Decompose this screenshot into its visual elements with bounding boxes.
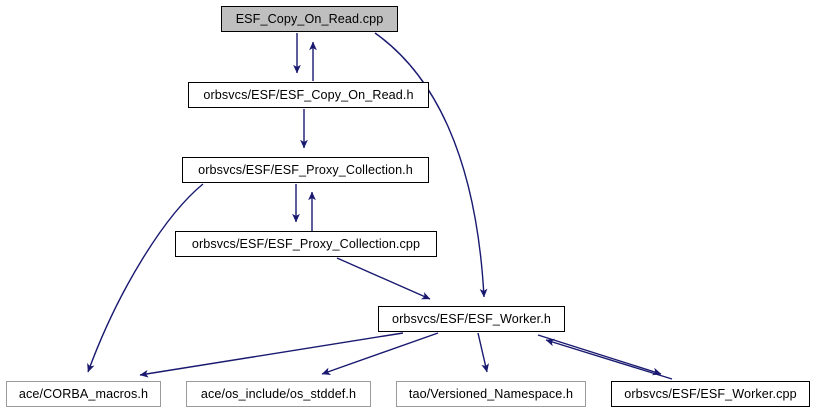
node-tao-versioned-namespace-h[interactable]: tao/Versioned_Namespace.h: [396, 381, 586, 407]
node-label: orbsvcs/ESF/ESF_Proxy_Collection.h: [198, 162, 413, 177]
node-label: tao/Versioned_Namespace.h: [408, 386, 574, 401]
node-label: orbsvcs/ESF/ESF_Proxy_Collection.cpp: [191, 236, 421, 251]
node-label: ESF_Copy_On_Read.cpp: [235, 11, 384, 26]
edge-proxycollection-h-to-corba-macros: [87, 183, 204, 373]
node-ace-corba-macros-h[interactable]: ace/CORBA_macros.h: [6, 381, 161, 407]
edge-proxycollection-cpp-to-worker-h: [336, 257, 431, 300]
node-esf-copy-on-read-cpp[interactable]: ESF_Copy_On_Read.cpp: [221, 6, 398, 32]
edge-worker-cpp-to-worker-h: [545, 338, 673, 380]
node-label: ace/CORBA_macros.h: [18, 386, 149, 401]
edge-worker-h-to-corba-macros: [139, 332, 404, 378]
node-orbsvcs-esf-esf-worker-h[interactable]: orbsvcs/ESF/ESF_Worker.h: [378, 306, 565, 332]
node-label: orbsvcs/ESF/ESF_Worker.h: [392, 311, 551, 326]
node-orbsvcs-esf-esf-proxy-collection-cpp[interactable]: orbsvcs/ESF/ESF_Proxy_Collection.cpp: [175, 231, 437, 257]
node-orbsvcs-esf-esf-proxy-collection-h[interactable]: orbsvcs/ESF/ESF_Proxy_Collection.h: [182, 157, 429, 183]
node-orbsvcs-esf-esf-copy-on-read-h[interactable]: orbsvcs/ESF/ESF_Copy_On_Read.h: [188, 82, 429, 108]
edge-worker-h-to-os-stddef: [321, 332, 439, 375]
node-label: ace/os_include/os_stddef.h: [200, 386, 357, 401]
edge-copyonread-cpp-to-worker-h: [374, 32, 488, 298]
node-orbsvcs-esf-esf-worker-cpp[interactable]: orbsvcs/ESF/ESF_Worker.cpp: [611, 381, 810, 407]
edge-worker-h-to-worker-cpp: [537, 334, 662, 376]
edge-worker-h-to-versioned-namespace: [477, 332, 489, 373]
node-label: orbsvcs/ESF/ESF_Worker.cpp: [624, 386, 797, 401]
node-label: orbsvcs/ESF/ESF_Copy_On_Read.h: [203, 87, 414, 102]
node-ace-os-include-os-stddef-h[interactable]: ace/os_include/os_stddef.h: [186, 381, 371, 407]
